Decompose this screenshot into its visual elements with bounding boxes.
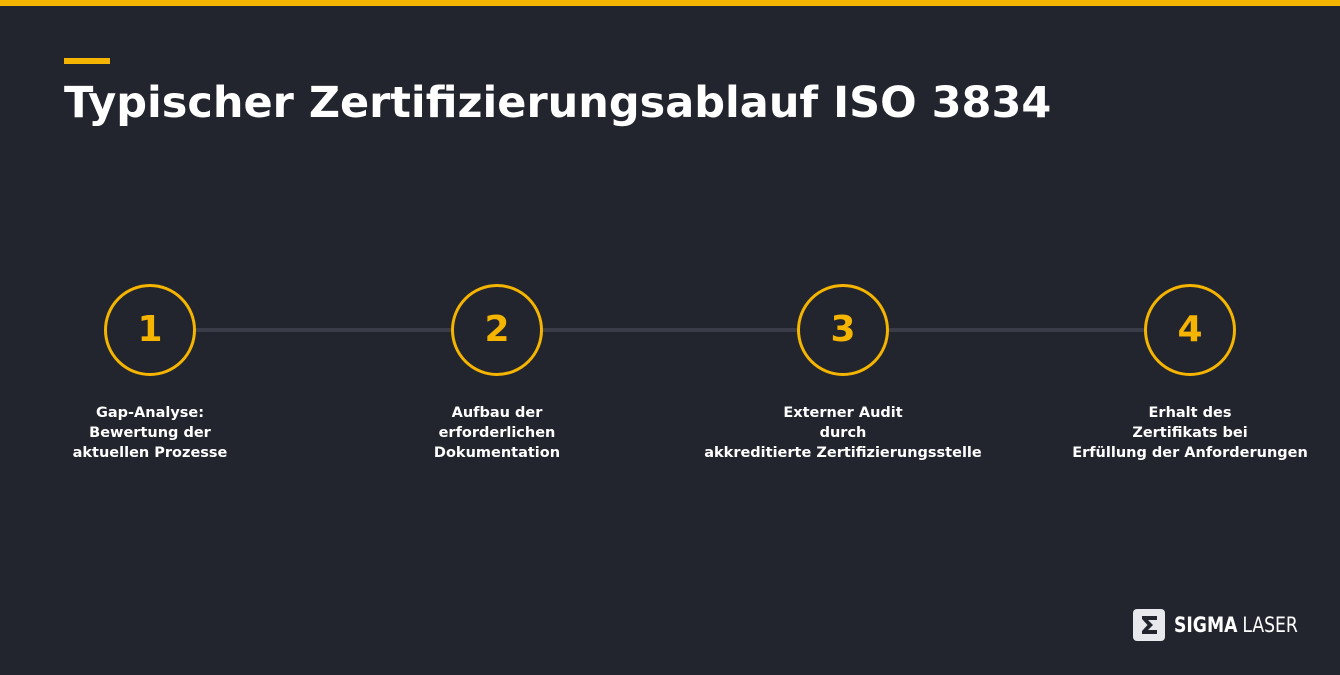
connector-line-3-4 [887,328,1147,332]
top-accent-bar [0,0,1340,6]
step-1-circle: 1 [104,284,196,376]
logo-brand-light: LASER [1242,613,1298,637]
step-2-label-line-2: erforderlichen [438,425,556,441]
step-4-number: 4 [1177,309,1203,350]
step-4-label-line-3: Erfüllung der Anforderungen [1072,445,1308,461]
step-1-label-line-2: Bewertung der [89,425,211,441]
step-3-number: 3 [830,309,856,350]
step-3-label: Externer Audit durch akkreditierte Zerti… [683,403,1003,463]
step-1-label: Gap-Analyse: Bewertung der aktuellen Pro… [0,403,310,463]
step-4-label-line-1: Erhalt des [1148,405,1232,421]
step-4-label-line-2: Zertifikats bei [1132,425,1248,441]
step-2-circle: 2 [451,284,543,376]
step-3-label-line-2: durch [819,425,867,441]
step-3-label-line-3: akkreditierte Zertifizierungsstelle [704,445,982,461]
connector-line-1-2 [194,328,454,332]
step-2-number: 2 [484,309,510,350]
step-3-circle: 3 [797,284,889,376]
logo-brand-strong: SIGMA [1174,613,1238,637]
title-accent-line [64,58,110,64]
page-title: Typischer Zertifizierungsablauf ISO 3834 [64,78,1052,128]
step-3-label-line-1: Externer Audit [783,405,903,421]
step-1-number: 1 [137,309,163,350]
step-4-label: Erhalt des Zertifikats bei Erfüllung der… [1030,403,1340,463]
step-2-label: Aufbau der erforderlichen Dokumentation [337,403,657,463]
step-1-label-line-3: aktuellen Prozesse [72,445,228,461]
connector-line-2-3 [541,328,799,332]
step-2-label-line-1: Aufbau der [451,405,543,421]
sigma-logo-icon [1133,609,1165,641]
step-4-circle: 4 [1144,284,1236,376]
step-2-label-line-3: Dokumentation [433,445,561,461]
step-1-label-line-1: Gap-Analyse: [95,405,205,421]
